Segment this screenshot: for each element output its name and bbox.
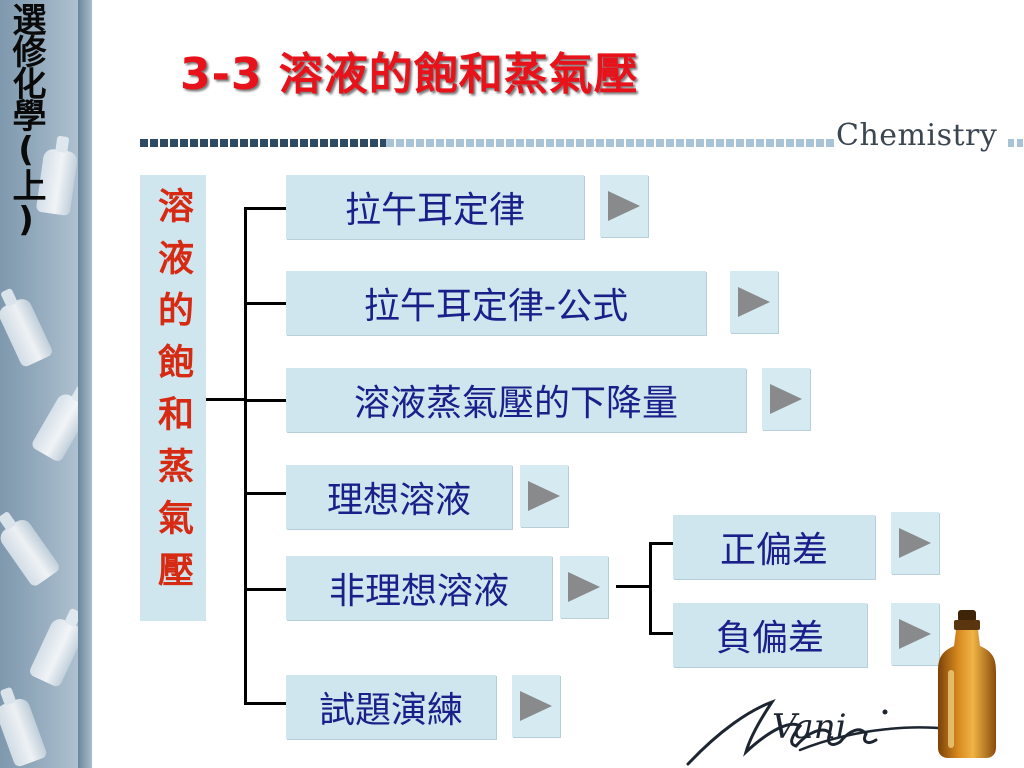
page-title: 3-3 溶液的飽和蒸氣壓 [180, 49, 639, 100]
header-dashed-divider-end [1008, 139, 1024, 147]
topic-label: 理想溶液 [326, 480, 471, 521]
root-connector [206, 398, 246, 401]
topic-label: 拉午耳定律-公式 [363, 286, 629, 327]
bottle-decoration [0, 295, 54, 369]
root-topic-box: 溶液的飽和蒸氣壓 [140, 175, 206, 621]
topic-nonideal-solution[interactable]: 非理想溶液 [286, 556, 552, 620]
sub-branch-connector [649, 542, 673, 545]
tree-trunk [244, 207, 247, 704]
branch-connector [244, 207, 286, 210]
play-arrow-icon [520, 691, 552, 721]
subtopic-label: 正偏差 [719, 530, 828, 571]
play-arrow-icon [899, 619, 931, 649]
signature-logo: Vani [686, 699, 978, 766]
branch-connector [244, 302, 286, 305]
go-positive-deviation-button[interactable] [891, 512, 939, 574]
sub-branch-connector [649, 632, 673, 635]
go-exercises-button[interactable] [512, 675, 560, 737]
play-arrow-icon [528, 481, 560, 511]
topic-label: 非理想溶液 [328, 571, 509, 612]
topic-raoult-law[interactable]: 拉午耳定律 [286, 175, 584, 239]
branch-connector [244, 702, 286, 705]
bottle-decoration [0, 696, 48, 768]
bottle-decoration [0, 516, 62, 588]
svg-text:Vani: Vani [772, 707, 846, 747]
header-dashed-divider [140, 139, 836, 147]
topic-label: 試題演練 [318, 690, 463, 731]
go-raoult-law-button[interactable] [600, 175, 648, 237]
play-arrow-icon [770, 384, 802, 414]
chemistry-brand-label: Chemistry [836, 118, 998, 153]
subtopic-positive-deviation[interactable]: 正偏差 [673, 515, 875, 579]
play-arrow-icon [608, 191, 640, 221]
branch-connector [244, 399, 286, 402]
play-arrow-icon [899, 528, 931, 558]
go-ideal-solution-button[interactable] [520, 465, 568, 527]
topic-exercises[interactable]: 試題演練 [286, 675, 496, 739]
topic-raoult-formula[interactable]: 拉午耳定律-公式 [286, 271, 706, 335]
sub-trunk [649, 542, 652, 634]
amber-reagent-bottle-icon [938, 610, 996, 758]
go-vapor-pressure-lowering-button[interactable] [762, 368, 810, 430]
topic-label: 溶液蒸氣壓的下降量 [353, 383, 678, 424]
branch-connector [244, 588, 286, 591]
topic-label: 拉午耳定律 [344, 190, 525, 231]
go-nonideal-solution-button[interactable] [560, 556, 608, 618]
subtopic-label: 負偏差 [715, 618, 824, 659]
band-edge-stripe [78, 0, 92, 768]
play-arrow-icon [568, 572, 600, 602]
go-raoult-formula-button[interactable] [730, 271, 778, 333]
left-sidebar-band: 選修化學(上) [0, 0, 92, 768]
sub-connector [616, 585, 650, 588]
course-vertical-title: 選修化學(上) [6, 2, 46, 238]
root-topic-label: 溶液的飽和蒸氣壓 [152, 187, 194, 603]
go-negative-deviation-button[interactable] [891, 603, 939, 665]
topic-ideal-solution[interactable]: 理想溶液 [286, 465, 512, 529]
play-arrow-icon [738, 287, 770, 317]
subtopic-negative-deviation[interactable]: 負偏差 [673, 603, 867, 667]
topic-vapor-pressure-lowering[interactable]: 溶液蒸氣壓的下降量 [286, 368, 746, 432]
branch-connector [244, 492, 286, 495]
